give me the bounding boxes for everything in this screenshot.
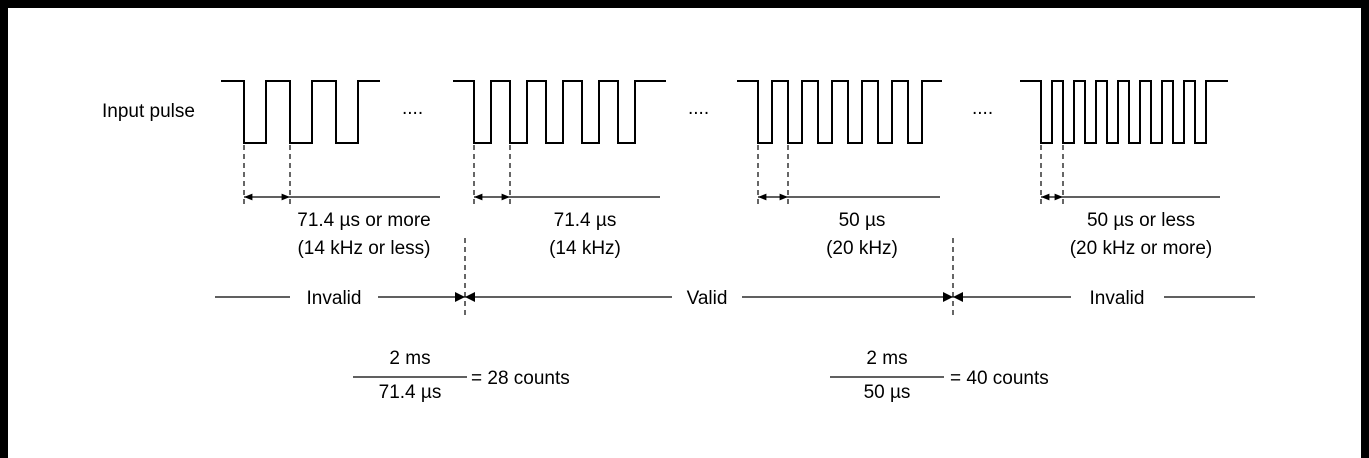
range-invalid-right: Invalid xyxy=(1090,288,1145,309)
group-3-period: 50 µs xyxy=(839,210,886,231)
group-4-frequency: (20 kHz or more) xyxy=(1070,238,1213,259)
range-valid: Valid xyxy=(687,288,728,309)
pulse-train-1 xyxy=(221,80,380,144)
ellipsis-3: .... xyxy=(972,98,993,119)
input-pulse-label: Input pulse xyxy=(102,101,195,122)
pulse-train-4 xyxy=(1020,80,1228,144)
formula-1-numerator: 2 ms xyxy=(389,348,430,369)
ellipsis-1: .... xyxy=(402,98,423,119)
group-1-period: 71.4 µs or more xyxy=(297,210,430,231)
formula-2-numerator: 2 ms xyxy=(866,348,907,369)
group-3-frequency: (20 kHz) xyxy=(826,238,898,259)
pulse-train-3 xyxy=(737,80,942,144)
formula-2-result: = 40 counts xyxy=(950,368,1049,389)
period-guides xyxy=(243,145,1064,208)
range-invalid-left: Invalid xyxy=(307,288,362,309)
ellipsis-2: .... xyxy=(688,98,709,119)
formula-1-result: = 28 counts xyxy=(471,368,570,389)
group-2-period: 71.4 µs xyxy=(554,210,617,231)
group-1-frequency: (14 kHz or less) xyxy=(297,238,430,259)
group-2-frequency: (14 kHz) xyxy=(549,238,621,259)
range-boundaries xyxy=(464,238,954,318)
group-4-period: 50 µs or less xyxy=(1087,210,1195,231)
pulse-train-2 xyxy=(453,80,666,144)
formula-1-denominator: 71.4 µs xyxy=(379,382,442,403)
formula-2-denominator: 50 µs xyxy=(864,382,911,403)
